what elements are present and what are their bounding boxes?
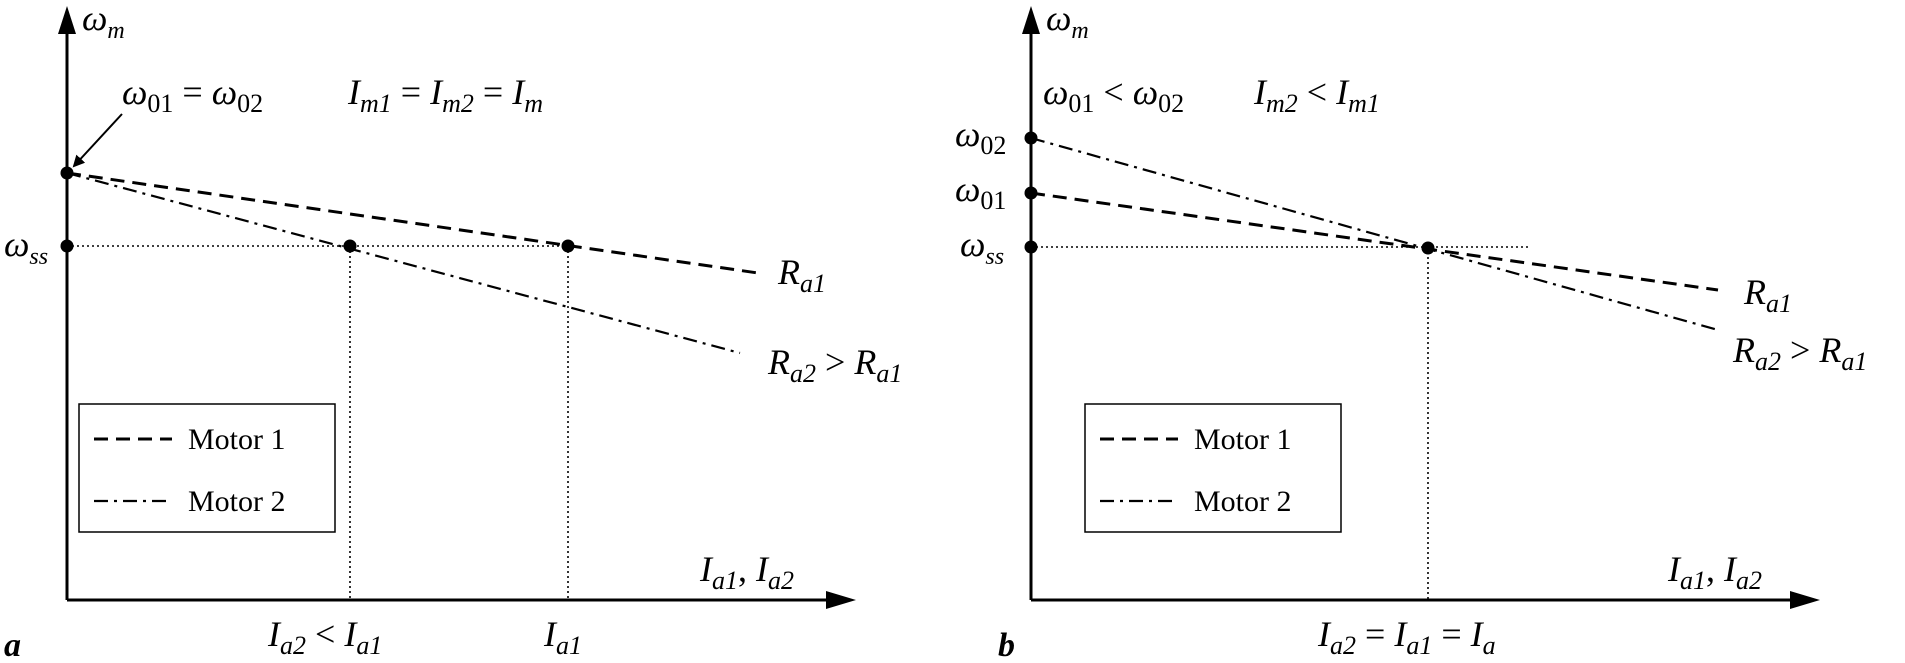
panel-b-x-axis-label: Ia1, Ia2 — [1667, 549, 1762, 595]
panel-a-current-condition: Im1 = Im2 = Im — [347, 72, 543, 118]
panel-b-operating-point — [1421, 241, 1435, 255]
panel-b-legend-motor1-label: Motor 1 — [1194, 423, 1292, 456]
panel-a-omega-ss-point — [60, 239, 74, 253]
panel-b-y-tick-omega01: ω01 — [955, 169, 1006, 215]
panel-a-x-tick-ia1: Ia1 — [543, 614, 582, 660]
panel-a-motor2-label: Ra2 > Ra1 — [767, 342, 902, 388]
panel-a-no-load-point — [60, 166, 74, 180]
panel-a-y-axis-label: ωm — [82, 0, 125, 44]
panel-a: ωm ωss ω01 = ω02 Im1 = Im2 = Im Ra1 Ra2 … — [4, 0, 902, 663]
panel-a-x-axis-arrowhead — [826, 591, 856, 609]
panel-b-motor1-label: Ra1 — [1743, 272, 1792, 318]
panel-a-annotation-arrow — [72, 113, 123, 168]
panel-a-legend-motor1-label: Motor 1 — [188, 423, 286, 456]
panel-a-y-axis-arrowhead — [58, 6, 76, 34]
panel-b-y-tick-omega-ss: ωss — [960, 224, 1004, 270]
panel-b-tag: b — [998, 627, 1015, 663]
panel-a-y-tick-omega-ss: ωss — [4, 224, 48, 270]
panel-a-motor1-label: Ra1 — [777, 252, 826, 298]
panel-a-legend-motor2-label: Motor 2 — [188, 485, 286, 518]
panel-b-y-tick-omega02: ω02 — [955, 114, 1006, 160]
panel-a-omega-condition: ω01 = ω02 — [122, 72, 263, 118]
panel-b-omega-condition: ω01 < ω02 — [1043, 72, 1184, 118]
panel-b-motor2-label: Ra2 > Ra1 — [1732, 330, 1867, 376]
panel-a-tag: a — [4, 627, 21, 663]
panel-b-x-tick-ia: Ia2 = Ia1 = Ia — [1317, 614, 1496, 660]
panel-b-omega02-point — [1024, 131, 1038, 145]
panel-b-omega01-point — [1024, 186, 1038, 200]
panel-b-y-axis-arrowhead — [1022, 6, 1040, 34]
panel-b-current-condition: Im2 < Im1 — [1253, 72, 1380, 118]
panel-b: ωm ω02 ω01 ωss ω01 < ω02 Im2 < Im1 Ra1 R… — [955, 0, 1867, 663]
panel-a-x-tick-ia2: Ia2 < Ia1 — [267, 614, 382, 660]
panel-b-omega-ss-point — [1024, 240, 1038, 254]
panel-a-motor2-operating-point — [343, 239, 357, 253]
panel-a-motor1-line — [66, 171, 759, 275]
panel-b-x-axis-arrowhead — [1790, 591, 1820, 609]
panel-b-legend-motor2-label: Motor 2 — [1194, 485, 1292, 518]
panel-a-motor1-operating-point — [561, 239, 575, 253]
panel-b-motor1-line — [1030, 191, 1719, 292]
panel-a-x-axis-label: Ia1, Ia2 — [699, 549, 794, 595]
panel-b-legend: Motor 1 Motor 2 — [1084, 403, 1342, 533]
panel-b-y-axis-label: ωm — [1046, 0, 1089, 44]
panel-a-motor2-line — [66, 171, 741, 355]
panel-a-legend: Motor 1 Motor 2 — [78, 403, 336, 533]
panel-b-motor2-line — [1030, 136, 1719, 332]
